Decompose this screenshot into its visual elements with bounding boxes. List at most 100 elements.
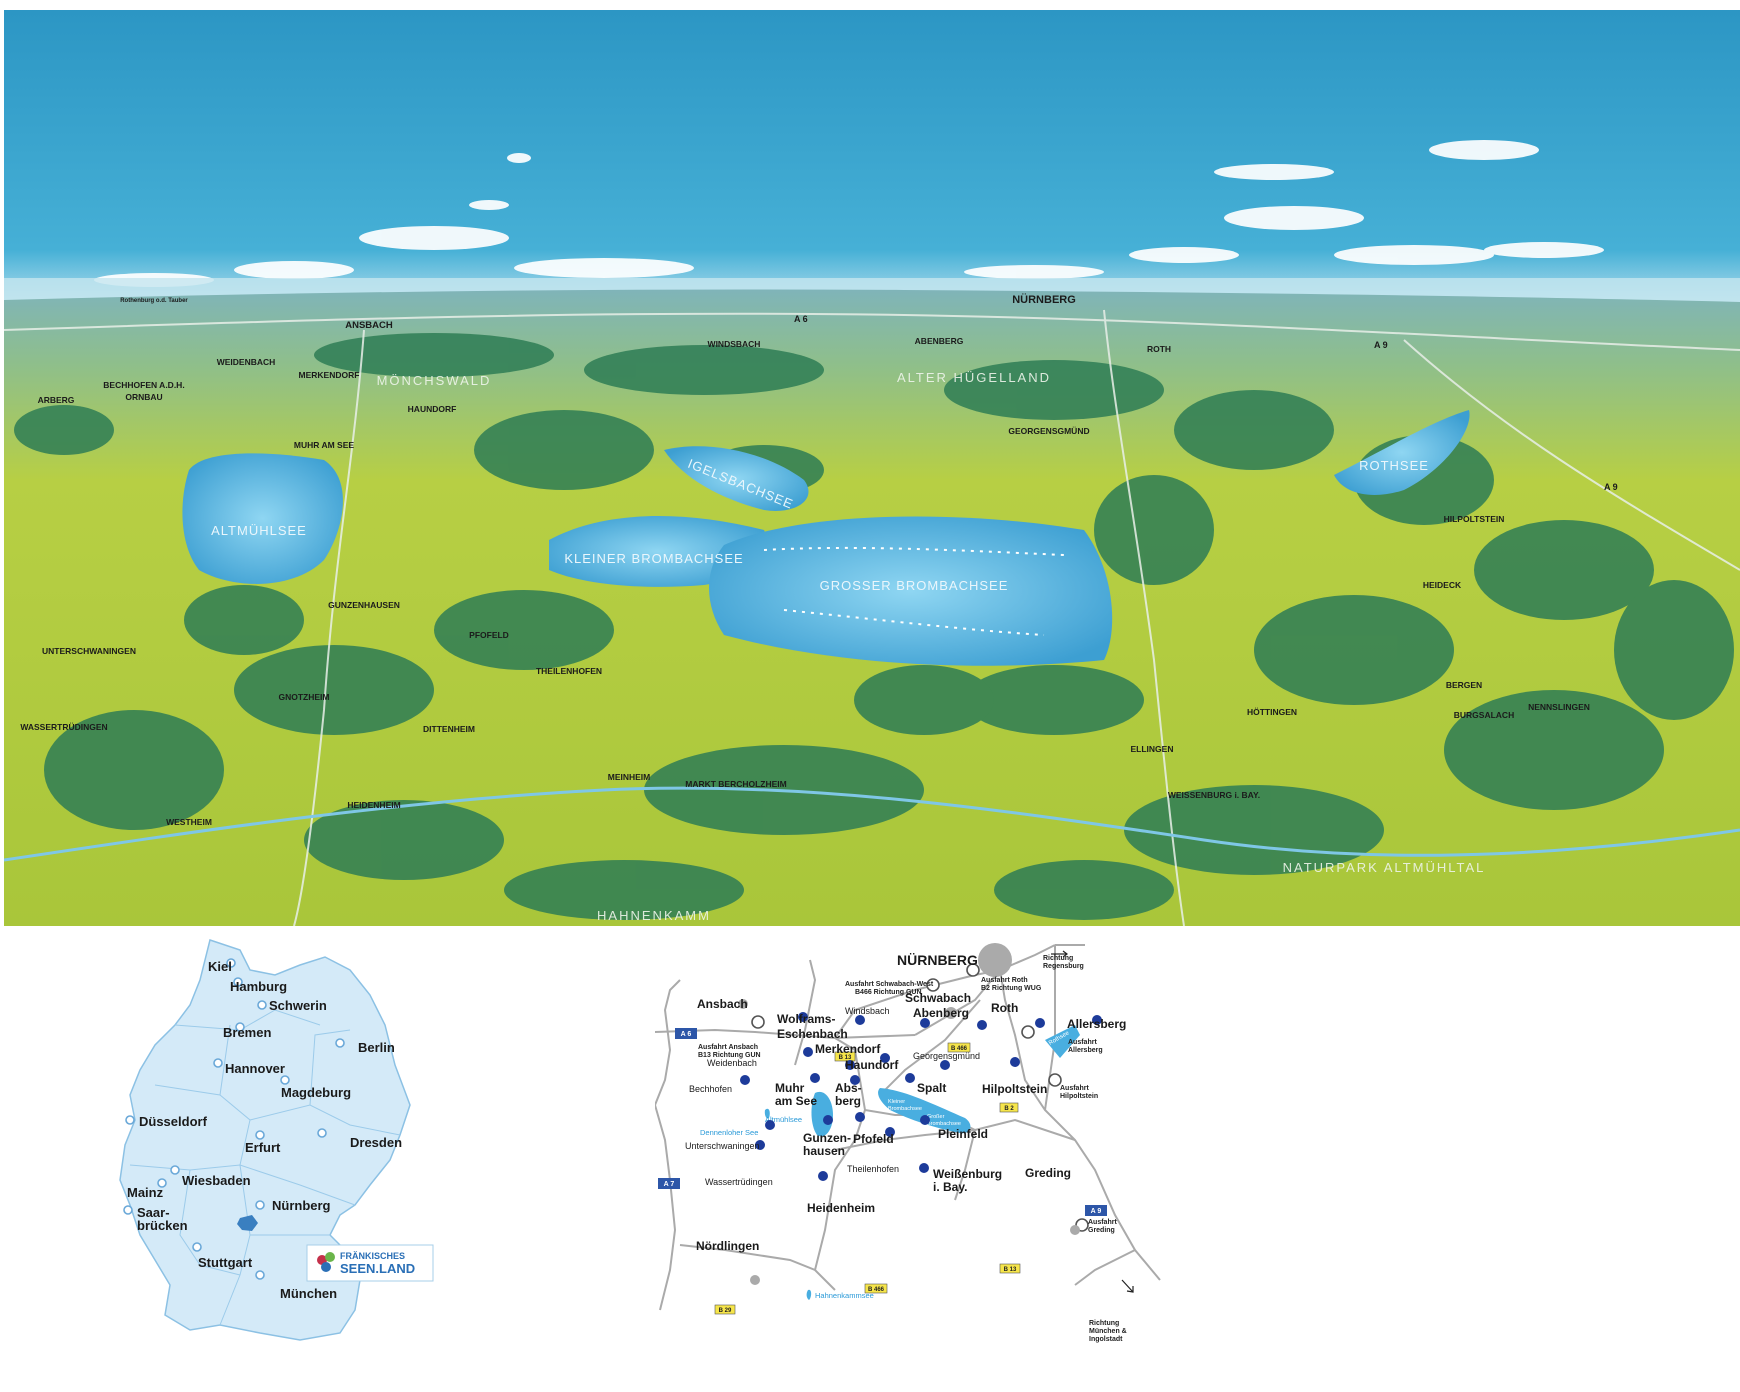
svg-text:HEIDENHEIM: HEIDENHEIM <box>347 800 400 810</box>
svg-text:ARBERG: ARBERG <box>38 395 75 405</box>
badge-a9: A 9 <box>1091 1208 1102 1215</box>
logo-line1: FRÄNKISCHES <box>340 1251 405 1261</box>
city-nuernberg: Nürnberg <box>272 1198 331 1213</box>
city-duesseldorf: Düsseldorf <box>139 1114 208 1129</box>
place-allersberg: Allersberg <box>1067 1017 1126 1031</box>
label-altmuehlsee: ALTMÜHLSEE <box>211 523 307 538</box>
label-huegelland: ALTER HÜGELLAND <box>897 370 1051 385</box>
lake-route <box>763 546 1065 636</box>
place-heidenheim: Heidenheim <box>807 1201 875 1215</box>
place-greding: Greding <box>1025 1166 1071 1180</box>
svg-text:NENNSLINGEN: NENNSLINGEN <box>1528 702 1590 712</box>
place-weissenburg-2: i. Bay. <box>933 1180 967 1194</box>
place-muhr-2: am See <box>775 1094 817 1108</box>
city-magdeburg: Magdeburg <box>281 1085 351 1100</box>
route-lake-rothsee <box>1045 1025 1080 1058</box>
forest-patches <box>14 333 1734 920</box>
river-altmuehl <box>4 786 1740 862</box>
label-grosser-brombachsee: GROSSER BROMBACHSEE <box>820 578 1009 593</box>
place-spalt: Spalt <box>917 1081 946 1095</box>
svg-text:Hilpoltstein: Hilpoltstein <box>1060 1093 1098 1100</box>
svg-text:GEORGENSGMÜND: GEORGENSGMÜND <box>1008 426 1089 436</box>
place-schwabach: Schwabach <box>905 991 971 1005</box>
place-wassertruedingen: Wassertrüdingen <box>705 1177 773 1187</box>
svg-text:WEISSENBURG i. BAY.: WEISSENBURG i. BAY. <box>1168 790 1260 800</box>
svg-text:PFOFELD: PFOFELD <box>469 630 509 640</box>
route-exit-circles <box>751 963 1089 1232</box>
logo-mark-blue <box>321 1262 331 1272</box>
svg-text:ELLINGEN: ELLINGEN <box>1131 744 1174 754</box>
city-erfurt: Erfurt <box>245 1140 281 1155</box>
badge-b13-north: B 13 <box>839 1055 852 1061</box>
svg-text:HEIDECK: HEIDECK <box>1423 580 1462 590</box>
svg-text:BERGEN: BERGEN <box>1446 680 1482 690</box>
svg-text:HILPOLTSTEIN: HILPOLTSTEIN <box>1444 514 1505 524</box>
badge-b466-south: B 466 <box>868 1287 885 1293</box>
city-stuttgart: Stuttgart <box>198 1255 253 1270</box>
route-lake-brombach <box>878 1088 971 1134</box>
germany-overview-map: Kiel Hamburg Schwerin Bremen Berlin Hann… <box>119 939 434 1341</box>
route-lake-dennenloher <box>764 1108 770 1119</box>
svg-text:MEINHEIM: MEINHEIM <box>608 772 651 782</box>
seenland-logo: FRÄNKISCHES SEEN.LAND <box>306 1244 434 1282</box>
label-naturpark: NATURPARK ALTMÜHLTAL <box>1283 860 1486 875</box>
svg-text:A 9: A 9 <box>1374 340 1388 350</box>
lake-kleiner-2: Brombachsee <box>888 1106 922 1112</box>
place-wolframs-1: Wolframs- <box>777 1012 835 1026</box>
route-exit-labels: Ausfahrt Schwabach-West B466 Richtung GU… <box>698 955 1127 1343</box>
badge-b466-north: B 466 <box>951 1046 968 1052</box>
place-gunzen-2: hausen <box>803 1144 845 1158</box>
place-haundorf: Haundorf <box>845 1058 899 1072</box>
svg-text:HÖTTINGEN: HÖTTINGEN <box>1247 707 1297 717</box>
badge-a7: A 7 <box>664 1181 675 1188</box>
svg-text:Regensburg: Regensburg <box>1043 963 1084 970</box>
svg-text:München &: München & <box>1089 1328 1127 1335</box>
panorama-road-labels: A 6 A 9 A 9 <box>794 314 1618 492</box>
lake-altmuehlsee: Altmühlsee <box>765 1115 802 1124</box>
clouds <box>94 140 1604 287</box>
lake-grosser-1: Großer <box>927 1114 945 1120</box>
place-merkendorf: Merkendorf <box>815 1042 881 1056</box>
label-rothsee: ROTHSEE <box>1359 458 1429 473</box>
city-kiel: Kiel <box>208 959 232 974</box>
lake-altmuehlsee <box>182 453 343 584</box>
logo-mark-green <box>325 1252 335 1262</box>
city-saarbruecken-2: brücken <box>137 1218 188 1233</box>
lake-grosser-2: Brombachsee <box>927 1121 961 1127</box>
svg-text:WESTHEIM: WESTHEIM <box>166 817 212 827</box>
svg-text:GNOTZHEIM: GNOTZHEIM <box>279 692 330 702</box>
lake-hahnenkammsee: Hahnenkammsee <box>815 1291 874 1300</box>
svg-text:MERKENDORF: MERKENDORF <box>299 370 360 380</box>
place-noerdlingen: Nördlingen <box>696 1239 759 1253</box>
nuernberg-dot <box>978 943 1012 977</box>
place-gunzen-1: Gunzen- <box>803 1131 851 1145</box>
svg-text:ANSBACH: ANSBACH <box>345 320 393 331</box>
route-lake-altmuehlsee <box>811 1091 833 1137</box>
svg-text:ABENBERG: ABENBERG <box>915 336 964 346</box>
svg-text:UNTERSCHWANINGEN: UNTERSCHWANINGEN <box>42 646 136 656</box>
route-road-labels-badges: A 6 A 7 A 9 B 13 B 466 B 2 B 13 B 466 B … <box>658 1028 1107 1315</box>
svg-text:B2 Richtung WUG: B2 Richtung WUG <box>981 985 1042 992</box>
city-saarbruecken-1: Saar- <box>137 1205 170 1220</box>
place-georgensgmuend: Georgensgmünd <box>913 1051 980 1061</box>
svg-text:ROTH: ROTH <box>1147 344 1171 354</box>
badge-b13-south: B 13 <box>1004 1267 1017 1273</box>
place-bechhofen: Bechhofen <box>689 1084 732 1094</box>
route-map: A 6 A 7 A 9 B 13 B 466 B 2 B 13 B 466 B … <box>655 943 1161 1343</box>
svg-text:ORNBAU: ORNBAU <box>125 392 162 402</box>
lake-kleiner-1: Kleiner <box>888 1099 905 1105</box>
city-dresden: Dresden <box>350 1135 402 1150</box>
route-lakes <box>764 1025 1080 1300</box>
place-weissenburg-1: Weißenburg <box>933 1167 1002 1181</box>
place-roth: Roth <box>991 1001 1018 1015</box>
svg-text:Allersberg: Allersberg <box>1068 1047 1103 1054</box>
svg-text:GUNZENHAUSEN: GUNZENHAUSEN <box>328 600 400 610</box>
svg-text:NÜRNBERG: NÜRNBERG <box>1012 293 1076 306</box>
route-markers <box>740 1012 1102 1181</box>
lake-dennenloher: Dennenloher See <box>700 1128 758 1137</box>
city-schwerin: Schwerin <box>269 998 327 1013</box>
panorama-town-labels: NÜRNBERG ANSBACH Rothenburg o.d. Tauber … <box>20 293 1590 827</box>
svg-text:Ausfahrt Schwabach-West: Ausfahrt Schwabach-West <box>845 981 934 988</box>
place-wolframs-2: Eschenbach <box>777 1027 848 1041</box>
place-nuernberg: NÜRNBERG <box>897 952 978 968</box>
